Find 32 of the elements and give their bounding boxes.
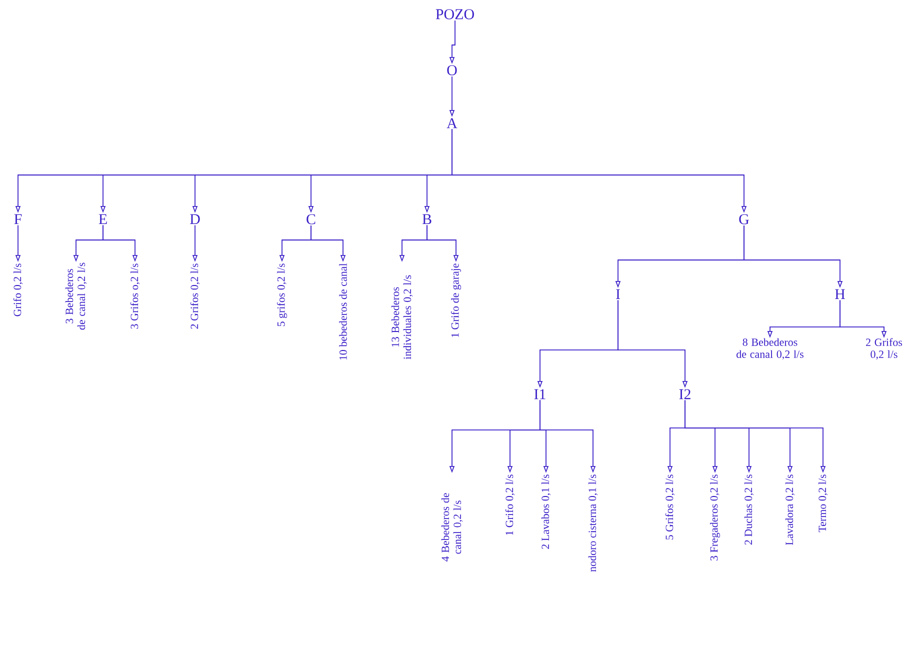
outlet-label: 1 Grifo de garaje (450, 264, 462, 338)
point-label: O (447, 65, 457, 76)
outlet-label: Grifo 0,2 l/s (13, 264, 23, 316)
point-label: I2 (679, 389, 690, 400)
point-label: POZO (436, 9, 474, 20)
outlet-label: 2 Lavabos 0,1 l/s (541, 474, 551, 549)
outlet-label: 2 Grifos 0,2 l/s (190, 264, 200, 329)
outlet-label: 3 Grifos o,2 l/s (130, 264, 140, 329)
point-label: B (422, 214, 432, 224)
outlet-label: 2 Grifos 0,2 l/s (866, 338, 902, 360)
outlet-label: nodoro cisterna 0,1 l/s (588, 474, 598, 572)
outlet-label: 3 Fregaderos 0,2 l/s (710, 474, 720, 560)
outlet-label: 13 Bebederos individuales 0,2 l/s (391, 275, 413, 360)
outlet-label: 10 bebederos de canal (339, 263, 347, 360)
point-label: D (190, 214, 200, 224)
point-label: A (446, 118, 458, 128)
outlet-label: 5 grifos 0,2 l/s (276, 264, 288, 326)
outlet-label: Termo 0,2 l/s (818, 474, 828, 532)
outlet-label: 3 Bebederos de canal 0,2 l/s (65, 262, 87, 330)
outlet-label: 2 Duchas 0,2 l/s (744, 474, 754, 545)
outlet-label: Lavadora 0,2 l/s (785, 474, 795, 546)
outlet-label: 8 Bebederos de canal 0,2 l/s (736, 338, 804, 360)
point-label: F (14, 214, 22, 224)
point-label: E (98, 214, 107, 224)
point-label: G (739, 214, 749, 224)
outlet-label: 1 Grifo 0,2 l/s (505, 474, 515, 535)
point-label: C (306, 214, 316, 224)
outlet-label: 4 Bebederos de canal 0,2 l/s (441, 493, 463, 562)
point-label: I1 (534, 389, 546, 400)
point-label: I (616, 289, 620, 299)
outlet-label: 5 Grifos 0,2 l/s (665, 474, 675, 540)
point-label: H (835, 289, 845, 299)
